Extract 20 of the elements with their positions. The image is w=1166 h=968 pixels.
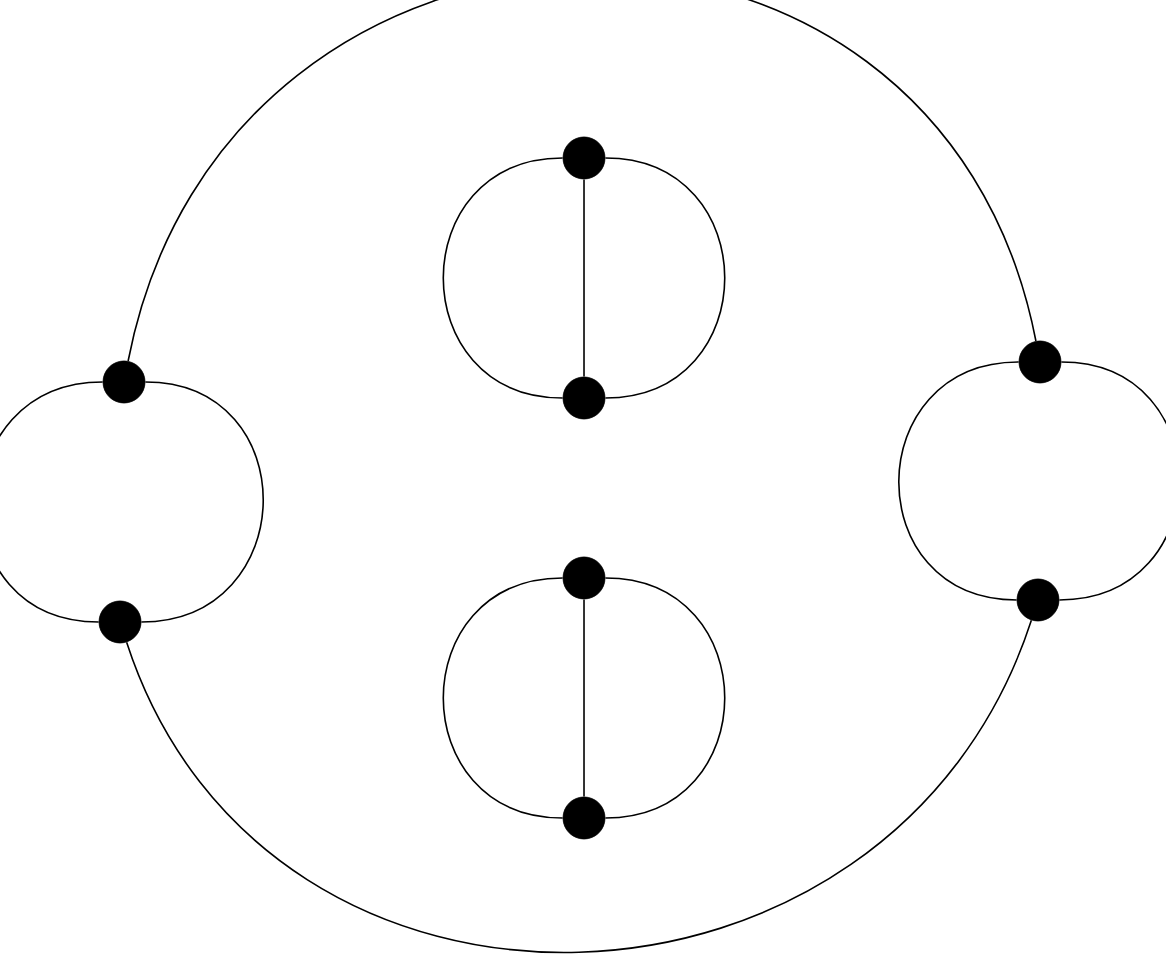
connector-line bbox=[583, 598, 585, 798]
connector-line bbox=[898, 361, 1020, 601]
connector-line bbox=[604, 577, 726, 819]
junction-dot bbox=[562, 796, 606, 840]
connector-line bbox=[442, 577, 564, 819]
junction-dot bbox=[1018, 340, 1062, 384]
connector-line bbox=[442, 157, 564, 399]
junction-dot bbox=[98, 600, 142, 644]
connector-line bbox=[140, 381, 264, 623]
connector-line bbox=[127, 0, 1037, 362]
junction-dot bbox=[562, 376, 606, 420]
connector-line bbox=[1058, 361, 1166, 601]
junction-dot bbox=[562, 136, 606, 180]
connector-line bbox=[0, 381, 104, 623]
connector-line bbox=[583, 178, 585, 378]
junction-dot bbox=[102, 360, 146, 404]
junction-dot bbox=[1016, 578, 1060, 622]
junction-dot bbox=[562, 556, 606, 600]
connector-line bbox=[125, 619, 1033, 953]
connector-line bbox=[604, 157, 726, 399]
